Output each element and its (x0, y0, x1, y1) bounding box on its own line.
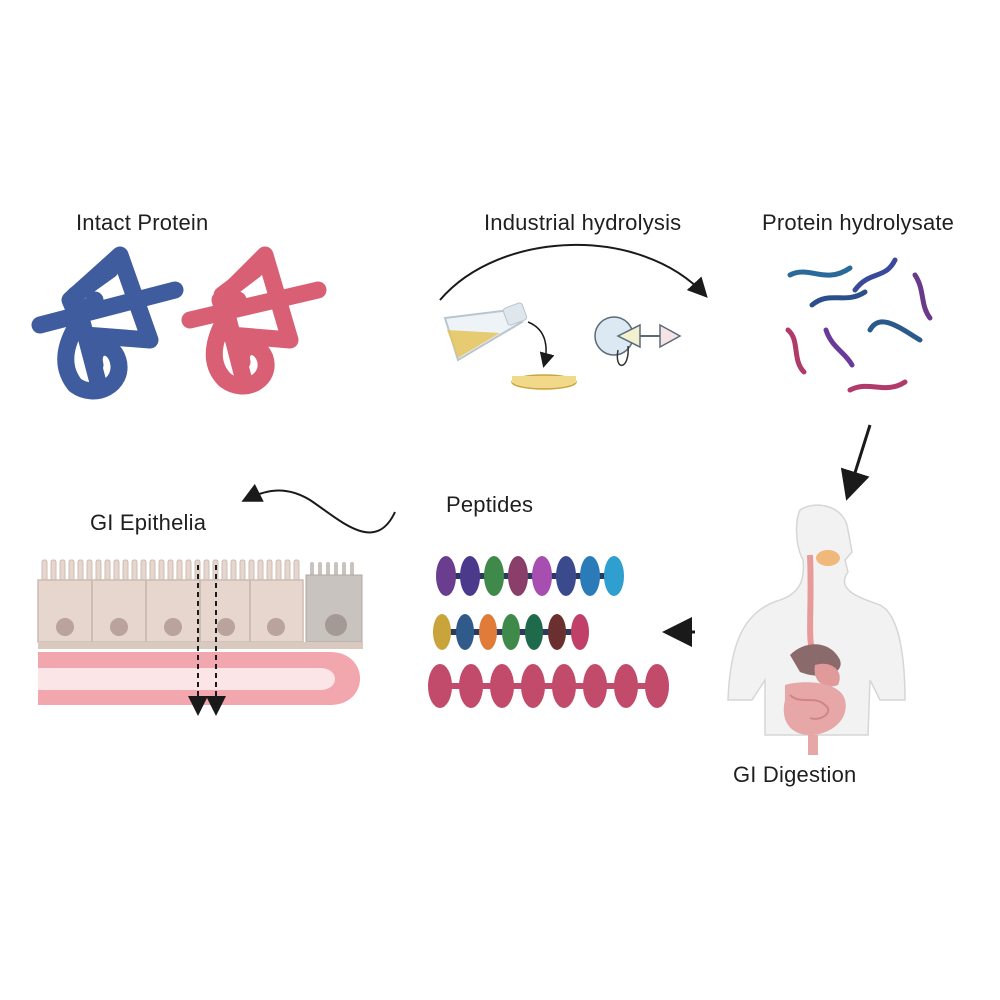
intact-protein-blue-icon (31, 246, 184, 400)
microvillus (342, 562, 346, 577)
pour-arrow (527, 321, 555, 368)
microvillus (131, 559, 138, 583)
gi-epithelia-label: GI Epithelia (90, 510, 207, 535)
amino-acid-bead (490, 664, 514, 708)
microvillus (113, 559, 120, 583)
microvillus (158, 559, 165, 583)
microvillus (221, 559, 228, 583)
microvillus (68, 559, 75, 583)
microvillus (266, 559, 273, 583)
amino-acid-bead (556, 556, 576, 596)
amino-acid-bead (532, 556, 552, 596)
amino-acid-bead (580, 556, 600, 596)
amino-acid-bead (459, 664, 483, 708)
enzyme-icon (594, 316, 682, 366)
microvillus (140, 559, 147, 583)
peptide-chains (428, 556, 669, 708)
microvillus (239, 559, 246, 583)
microvillus (257, 559, 264, 583)
microvillus (203, 559, 210, 583)
microvillus (167, 559, 174, 583)
transport-arrows (188, 565, 226, 716)
microvillus (77, 559, 84, 583)
microvillus (230, 559, 237, 583)
microvillus (176, 559, 183, 583)
microvillus (50, 559, 57, 583)
microvillus (326, 562, 330, 577)
amino-acid-bead (436, 556, 456, 596)
microvillus (248, 559, 255, 583)
peptides-label: Peptides (446, 492, 534, 517)
wavy-arrow (241, 483, 396, 534)
microvillus (41, 559, 48, 583)
microvillus (334, 562, 338, 577)
human-body-icon (727, 504, 906, 755)
microvillus (185, 559, 192, 583)
microvillus (318, 562, 322, 577)
microvillus (122, 559, 129, 583)
amino-acid-bead (525, 614, 543, 650)
hydrolysis-arrow (439, 243, 708, 301)
protein-hydrolysate-label: Protein hydrolysate (762, 210, 955, 235)
amino-acid-bead (484, 556, 504, 596)
amino-acid-bead (479, 614, 497, 650)
amino-acid-bead (552, 664, 576, 708)
microvillus (310, 562, 314, 577)
microvillus (104, 559, 111, 583)
amino-acid-bead (428, 664, 452, 708)
amino-acid-bead (508, 556, 528, 596)
microvillus (95, 559, 102, 583)
microvillus (293, 559, 300, 583)
intact-protein-pink-icon (181, 246, 327, 395)
microvillus (59, 559, 66, 583)
amino-acid-bead (614, 664, 638, 708)
amino-acid-bead (460, 556, 480, 596)
amino-acid-bead (571, 614, 589, 650)
petri-dish-icon (511, 374, 577, 390)
amino-acid-bead (456, 614, 474, 650)
amino-acid-bead (583, 664, 607, 708)
microvillus (86, 559, 93, 583)
amino-acid-bead (433, 614, 451, 650)
amino-acid-bead (604, 556, 624, 596)
amino-acid-bead (521, 664, 545, 708)
microvillus (275, 559, 282, 583)
amino-acid-bead (645, 664, 669, 708)
gi-epithelium-icon (37, 559, 363, 705)
microvillus (350, 562, 354, 577)
gi-digestion-label: GI Digestion (733, 762, 857, 787)
intact-protein-label: Intact Protein (76, 210, 209, 235)
industrial-hydrolysis-label: Industrial hydrolysis (484, 210, 682, 235)
down-arrow (840, 424, 872, 501)
flask-icon (443, 302, 528, 362)
amino-acid-bead (502, 614, 520, 650)
hydrolysate-fragments-icon (785, 257, 933, 393)
microvillus (284, 559, 291, 583)
microvillus (149, 559, 156, 583)
amino-acid-bead (548, 614, 566, 650)
